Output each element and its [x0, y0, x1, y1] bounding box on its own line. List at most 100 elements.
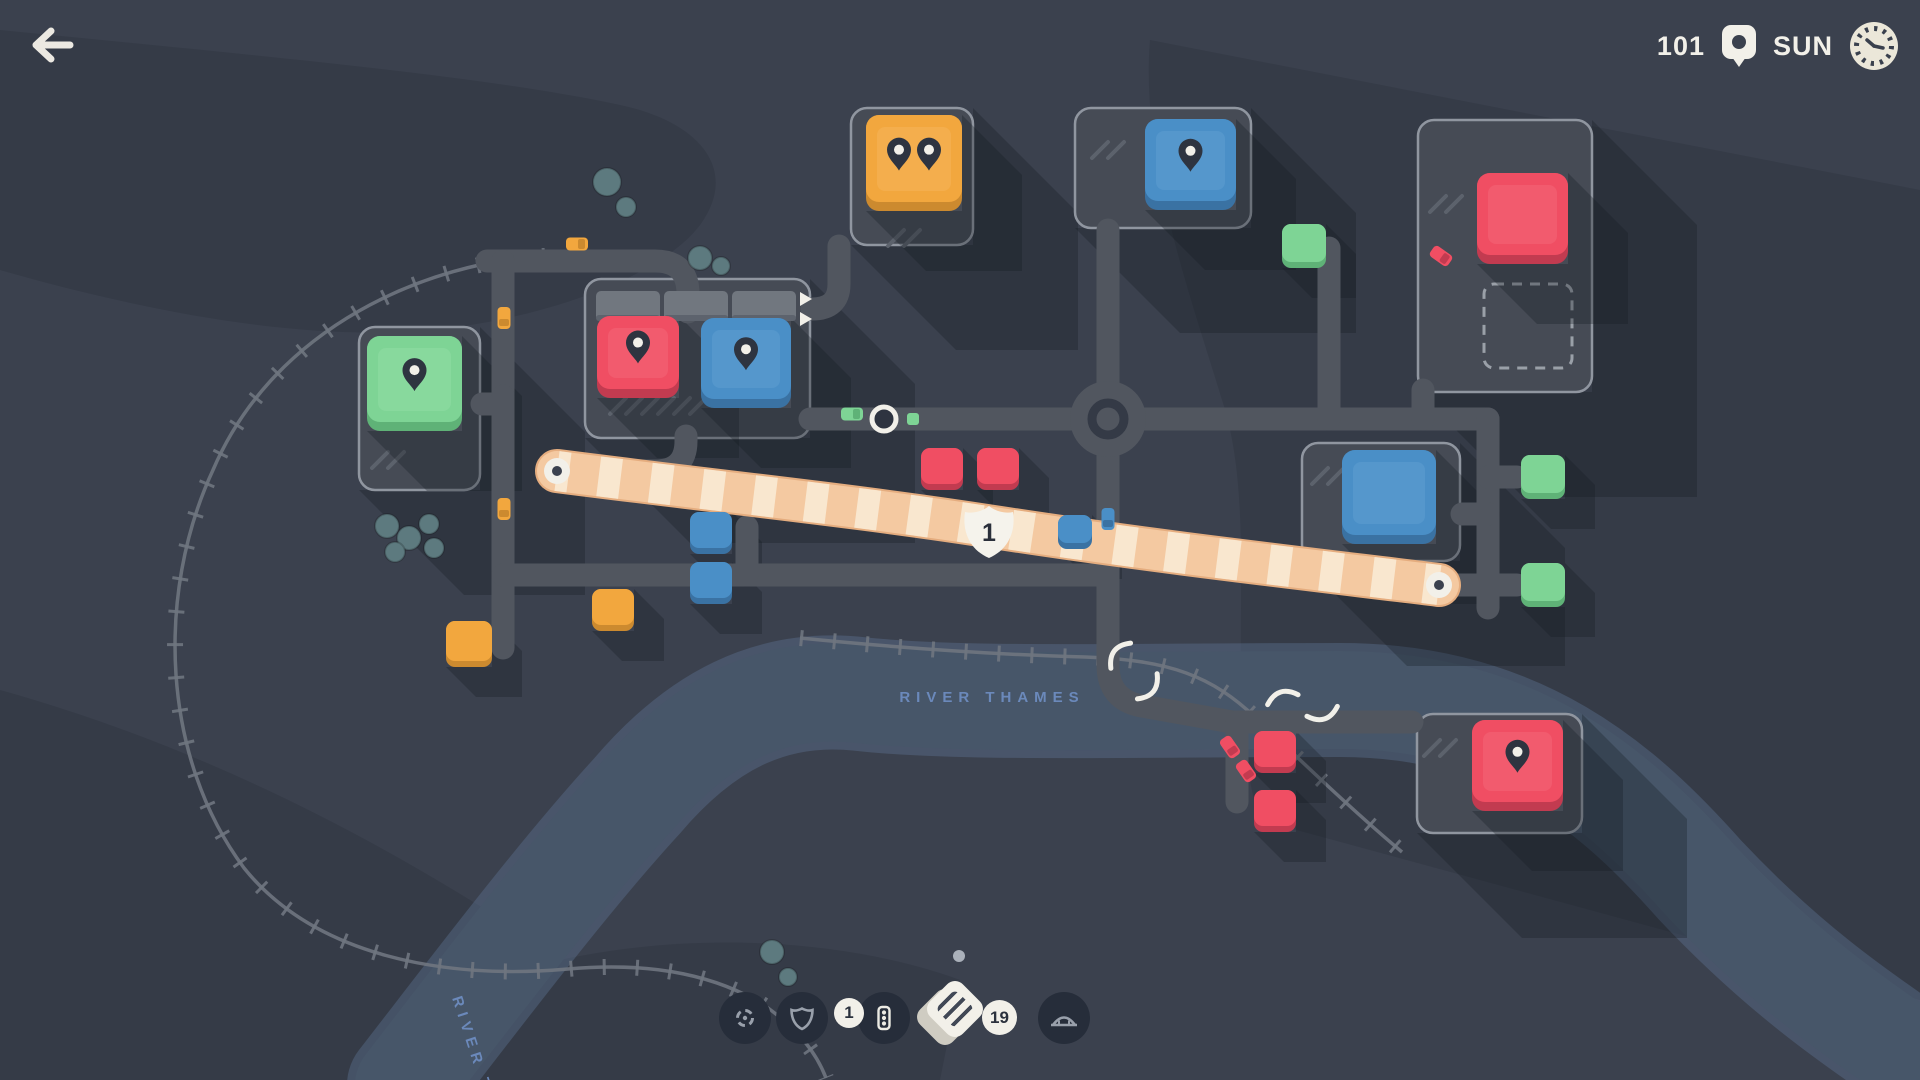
pavement-hatch [1422, 738, 1442, 758]
bridge-markers [1108, 640, 1340, 723]
car-red [1429, 245, 1453, 267]
destination-red [597, 316, 679, 398]
car-red [1235, 759, 1257, 783]
traffic-light-item-button[interactable] [858, 992, 910, 1044]
tree [384, 541, 406, 563]
road-tiles-item-button[interactable] [912, 976, 988, 1050]
destination-pin-icon [734, 337, 758, 371]
motorway-endpoint-hole [1434, 580, 1444, 590]
house-blue [1058, 515, 1092, 549]
motorway: 1 [535, 449, 1461, 607]
house-long-shadow [1254, 790, 1326, 862]
hud-stats: 101 SUN [1657, 20, 1900, 72]
house-long-shadow [592, 589, 664, 661]
destination-pin-icon [917, 137, 941, 171]
tree [592, 167, 622, 197]
roundabout-item-button[interactable] [719, 992, 771, 1044]
traffic-light-count: 1 [844, 1003, 854, 1022]
railway [167, 248, 1408, 1080]
large-roundabout [1070, 381, 1146, 457]
upgrade-slot [1482, 282, 1574, 370]
road-network [470, 218, 1529, 814]
motorway-number: 1 [982, 519, 996, 547]
pavement-hatch [370, 450, 390, 470]
pavement-hatch [624, 396, 644, 416]
zone-long-shadow [1418, 120, 1697, 497]
motorway-badge: 1 [964, 506, 1014, 558]
tree [615, 196, 637, 218]
pavement-hatch [1326, 466, 1346, 486]
pavement-hatch [1444, 194, 1464, 214]
tree [374, 513, 400, 539]
zone-long-shadow [1075, 108, 1356, 333]
car-green [841, 407, 863, 421]
tree [759, 939, 785, 965]
tree [396, 525, 422, 551]
house-orange [446, 621, 492, 667]
garage-slab [732, 291, 796, 321]
tree [711, 256, 731, 276]
car-orange [566, 237, 588, 251]
house-red [1254, 731, 1296, 773]
motorway-endpoint-hole [552, 466, 562, 476]
car-blue [1101, 508, 1115, 530]
garage-slab [664, 291, 728, 321]
pavement-hatch [656, 396, 676, 416]
props-layer [374, 167, 1453, 987]
house-red [1254, 790, 1296, 832]
page-indicator-dot [953, 950, 965, 962]
house-long-shadow [977, 448, 1049, 520]
shield-icon [790, 1007, 814, 1031]
building-long-shadow [866, 115, 1022, 271]
destination-pin-icon [626, 330, 650, 364]
destination-green [367, 336, 462, 431]
destination-pin-icon [1178, 138, 1203, 172]
pin-count: 101 [1656, 30, 1705, 61]
clock-icon[interactable] [1848, 20, 1900, 72]
destination-blue [1145, 119, 1236, 210]
house-red [977, 448, 1019, 490]
house-long-shadow [1521, 455, 1595, 529]
zone-long-shadow [1417, 714, 1687, 938]
roundabout-icon [736, 1009, 754, 1027]
house-blue [690, 512, 732, 554]
mini-roundabout [869, 404, 899, 434]
destination-blue [1342, 450, 1436, 544]
house-green [1282, 224, 1326, 268]
tree [423, 537, 445, 559]
pavement-hatch [1428, 194, 1448, 214]
destination-pin-icon [402, 358, 427, 392]
house-green [1521, 455, 1565, 499]
building-long-shadow [1145, 119, 1296, 270]
house-blue [690, 562, 732, 604]
tree [418, 513, 440, 535]
road-tiles-count: 19 [990, 1007, 1009, 1027]
road-tile-stripes [935, 989, 975, 1029]
pavement-hatch [608, 396, 628, 416]
back-button[interactable] [24, 24, 78, 66]
destination-red [1472, 720, 1563, 811]
pavement-hatch [640, 396, 660, 416]
pavement-hatch [672, 396, 692, 416]
motorway-item-button[interactable] [776, 992, 828, 1044]
pavement-hatch [1438, 738, 1458, 758]
traffic-light-icon [877, 1005, 891, 1031]
building-long-shadow [1472, 720, 1623, 871]
car-orange [497, 498, 511, 520]
destination-blue [701, 318, 791, 408]
buildings-layer [367, 115, 1568, 832]
building-long-shadow [367, 336, 522, 491]
tree [687, 245, 713, 271]
house-orange [592, 589, 634, 631]
destination-pin-icon [1505, 739, 1530, 773]
river-name-label: RIVER THAMES [899, 689, 1084, 706]
pavement-hatch [886, 228, 906, 248]
river: RIVER THAMES RIVER THAMES [347, 635, 1920, 1080]
back-arrow-icon [32, 27, 74, 63]
house-red [921, 448, 963, 490]
large-roundabout-island [1087, 398, 1129, 440]
map-pin-icon [1721, 25, 1756, 67]
bridge-item-button[interactable] [1038, 992, 1090, 1044]
